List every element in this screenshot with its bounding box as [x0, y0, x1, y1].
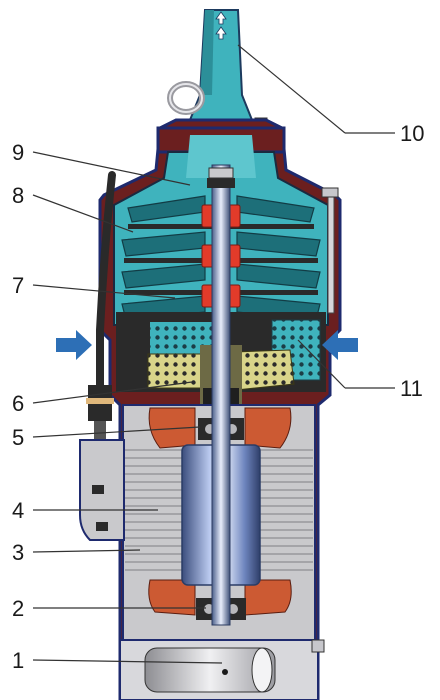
bolt: [311, 639, 325, 653]
stator-winding: [148, 407, 292, 616]
callout-11: 11: [400, 376, 423, 401]
callout-1: 1: [12, 648, 24, 673]
callout-3: 3: [12, 540, 24, 565]
end-cap: [119, 639, 319, 700]
callout-9: 9: [12, 140, 24, 165]
junction-box: [79, 439, 125, 541]
power-cable: [86, 171, 116, 451]
bolt: [321, 187, 339, 198]
ring-icon: [167, 81, 205, 115]
callout-2: 2: [12, 596, 24, 621]
tie-rod: [327, 194, 335, 314]
callout-10: 10: [400, 121, 424, 146]
callout-4: 4: [12, 498, 24, 523]
leader-lines: [32, 44, 395, 664]
stator-core: [125, 449, 313, 571]
arrow-right-icon: [56, 330, 92, 360]
callout-labels: 1 2 3 4 5 6 7 8 9 10 11: [12, 121, 424, 673]
outlet-spigot: [182, 9, 260, 136]
callout-8: 8: [12, 183, 24, 208]
arrow-left-icon: [322, 330, 358, 360]
double-up-arrow-icon: [215, 11, 227, 40]
drive-shaft: [207, 164, 235, 626]
callout-5: 5: [12, 425, 24, 450]
callout-7: 7: [12, 273, 24, 298]
callout-6: 6: [12, 391, 24, 416]
